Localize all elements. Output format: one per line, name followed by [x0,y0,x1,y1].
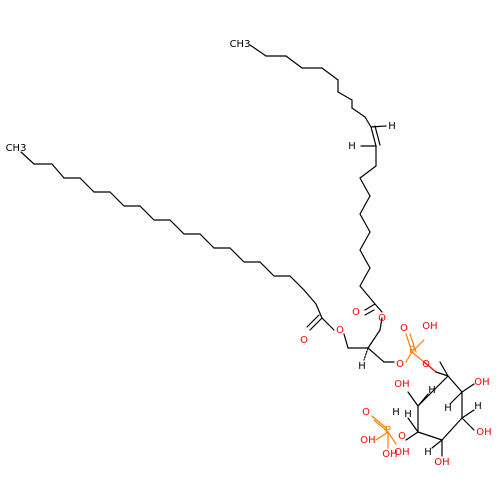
ring-h-2-label: H [444,403,452,414]
ring-oh-3-label: OH [394,447,409,458]
main-p-double-o-label: O [400,323,408,334]
ring-link-o-label: O [422,359,430,370]
ring-phos-o-label: O [398,431,406,442]
oleoyl-chain [249,44,387,316]
ring-h-5-label: H [424,447,432,458]
ch3-top-label: CH3 [230,39,251,50]
main-phosphate [405,333,437,373]
ring-h-6-label: H [474,401,482,412]
stearoyl-chain [20,151,335,331]
atom-labels: CH3 CH3 H H O O O O H O P O OH O OH H OH… [6,39,492,468]
ring-oh-6-label: OH [474,377,489,388]
oleoyl-ester-o-label: O [378,313,386,324]
main-p-oh-label: OH [422,321,437,332]
ring-oh-2-label: OH [394,379,409,390]
ring-p-oh-b-label: OH [360,435,375,446]
ring-phosphate [371,415,397,449]
main-phosphorus-label: P [409,345,415,356]
glycerol-h-label: H [358,361,366,372]
ring-oh-5-label: OH [476,427,491,438]
alkene-h-right-label: H [388,121,396,132]
ring-h-4-label: H [404,409,412,420]
ring-p-double-o-label: O [362,407,370,418]
alkene-h-left-label: H [348,141,356,152]
ch3-left-label: CH3 [6,143,27,154]
oleoyl-carbonyl-o-label: O [352,307,360,318]
ring-phosphorus-label: P [385,425,391,436]
ring-h-1-label: H [428,385,436,396]
inositol-ring [405,361,475,457]
ring-oh-4-label: OH [434,457,449,468]
glycerol-backbone [343,317,395,363]
ring-p-oh-a-label: OH [382,449,397,460]
glycerol-phosphate-o-label: O [396,359,404,370]
ring-h-3-label: H [392,407,400,418]
stearoyl-carbonyl-o-label: O [300,335,308,346]
stearoyl-ester-o-label: O [336,325,344,336]
